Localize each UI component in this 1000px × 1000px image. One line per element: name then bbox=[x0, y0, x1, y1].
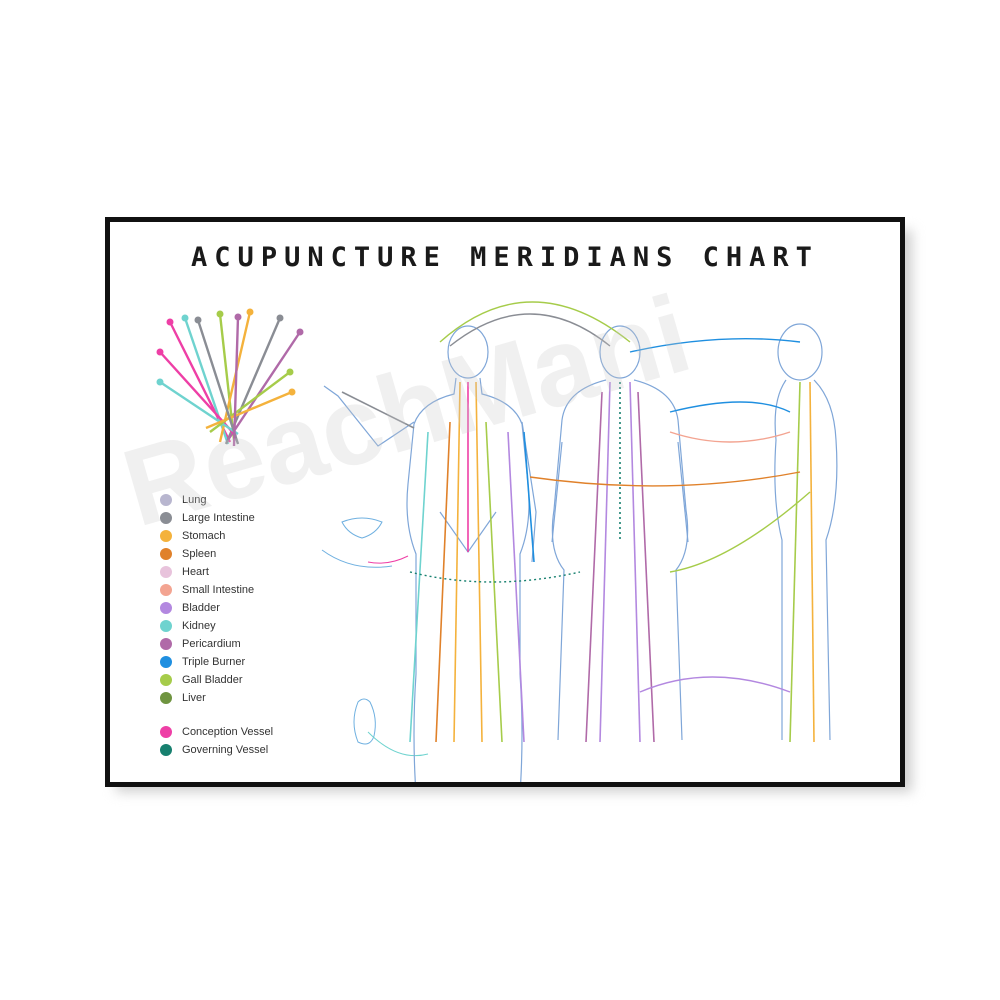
legend-item: Small Intestine bbox=[160, 582, 254, 598]
needle-head bbox=[181, 314, 189, 322]
legend-swatch bbox=[160, 566, 172, 578]
legend-label: Bladder bbox=[182, 602, 220, 614]
side-meridian-lines bbox=[789, 381, 815, 743]
legend-swatch bbox=[160, 726, 172, 738]
needle bbox=[159, 381, 239, 435]
legend-swatch bbox=[160, 674, 172, 686]
needle bbox=[227, 331, 301, 441]
poster: ACUPUNCTURE MERIDIANS CHART bbox=[105, 217, 905, 787]
legend-item: Kidney bbox=[160, 618, 216, 634]
needle bbox=[196, 319, 240, 445]
legend-label: Heart bbox=[182, 566, 209, 578]
needle-head bbox=[234, 313, 242, 321]
side-figure bbox=[774, 323, 838, 741]
legend-label: Triple Burner bbox=[182, 656, 246, 668]
needle bbox=[209, 371, 291, 433]
needle bbox=[232, 316, 240, 447]
front-meridian-lines bbox=[341, 381, 535, 743]
legend-swatch bbox=[160, 584, 172, 596]
legend-label: Small Intestine bbox=[182, 584, 255, 596]
legend-item: Gall Bladder bbox=[160, 672, 243, 688]
legend-item: Spleen bbox=[160, 546, 216, 562]
legend-swatch bbox=[160, 602, 172, 614]
needle-head bbox=[296, 328, 304, 336]
legend-swatch bbox=[160, 530, 172, 542]
legend-label: Large Intestine bbox=[182, 512, 255, 524]
needle-head bbox=[276, 314, 284, 322]
foot-sketch bbox=[353, 698, 429, 757]
legend-item: Liver bbox=[160, 690, 206, 706]
needle bbox=[205, 390, 293, 430]
needle-head bbox=[166, 318, 174, 326]
needle-head bbox=[194, 316, 202, 324]
vessel-item: Conception Vessel bbox=[160, 724, 273, 740]
legend-label: Governing Vessel bbox=[182, 744, 269, 756]
legend-label: Stomach bbox=[182, 530, 226, 542]
needle-head bbox=[156, 378, 164, 386]
legend-item: Lung bbox=[160, 492, 206, 508]
legend-swatch bbox=[160, 744, 172, 756]
legend-label: Gall Bladder bbox=[182, 674, 243, 686]
legend-item: Pericardium bbox=[160, 636, 241, 652]
legend-swatch bbox=[160, 620, 172, 632]
legend-label: Liver bbox=[182, 692, 206, 704]
front-figure bbox=[323, 325, 537, 782]
legend-label: Kidney bbox=[182, 620, 216, 632]
legend-label: Spleen bbox=[182, 548, 217, 560]
needle-head bbox=[156, 348, 164, 356]
legend-label: Pericardium bbox=[182, 638, 241, 650]
back-meridian-lines bbox=[585, 381, 655, 743]
legend-swatch bbox=[160, 548, 172, 560]
legend-item: Bladder bbox=[160, 600, 220, 616]
meridian-illustration bbox=[156, 301, 838, 782]
legend-item: Large Intestine bbox=[160, 510, 255, 526]
legend-swatch bbox=[160, 494, 172, 506]
needle-head bbox=[216, 310, 224, 318]
connecting-arcs bbox=[409, 301, 811, 693]
legend-label: Lung bbox=[182, 494, 207, 506]
needles-illustration bbox=[156, 308, 304, 447]
legend-item: Triple Burner bbox=[160, 654, 245, 670]
legend-label: Conception Vessel bbox=[182, 726, 274, 738]
legend-item: Stomach bbox=[160, 528, 225, 544]
legend-swatch bbox=[160, 638, 172, 650]
needle-head bbox=[286, 368, 294, 376]
chart-title: ACUPUNCTURE MERIDIANS CHART bbox=[191, 242, 819, 273]
legend-swatch bbox=[160, 656, 172, 668]
needle bbox=[218, 313, 236, 441]
vessel-item: Governing Vessel bbox=[160, 742, 268, 758]
legend-swatch bbox=[160, 692, 172, 704]
needle-head bbox=[288, 388, 296, 396]
needle-head bbox=[246, 308, 254, 316]
back-figure bbox=[551, 325, 689, 741]
legend-swatch bbox=[160, 512, 172, 524]
legend-item: Heart bbox=[160, 564, 209, 580]
pelvis-sketch bbox=[321, 517, 409, 568]
